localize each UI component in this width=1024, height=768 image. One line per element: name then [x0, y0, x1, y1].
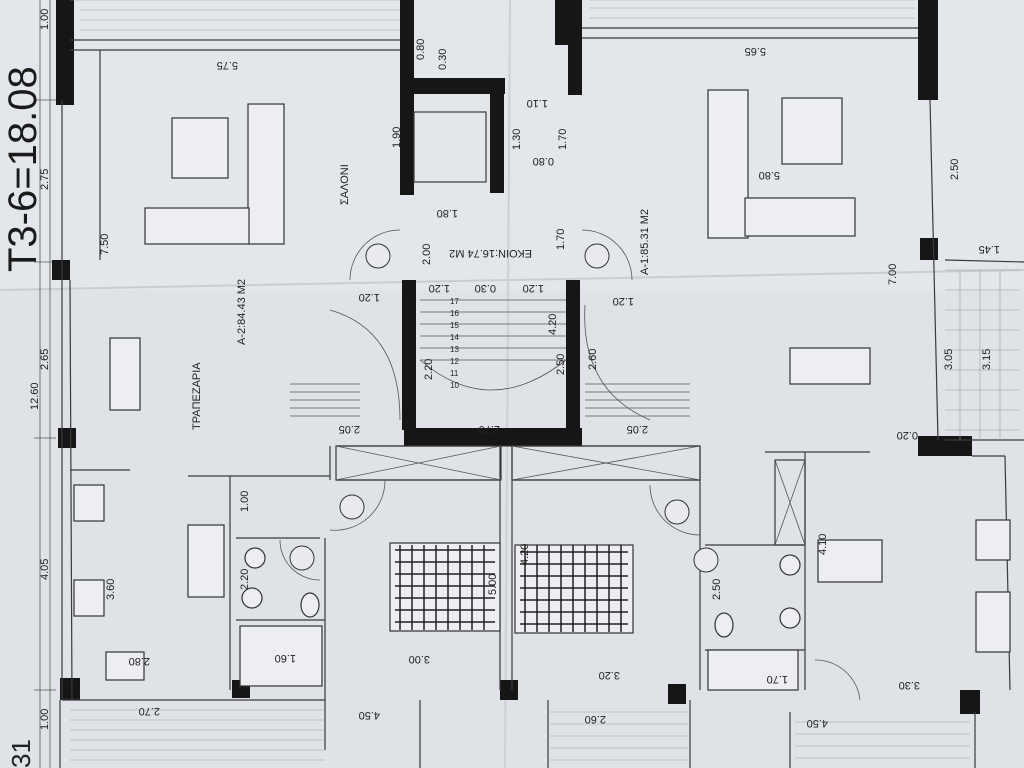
plan-title: T3-6=18.08: [1, 66, 45, 272]
balcony-hatch: [70, 0, 1020, 761]
paper-fold-line-vertical: [504, 0, 511, 768]
dim-mid-420: 4.20: [547, 314, 559, 335]
dim-bottom-220b: 2.20: [239, 569, 251, 590]
dim-bottom-300: 3.00: [409, 653, 430, 665]
door-tags: [289, 243, 719, 573]
dim-mid-120c: 1.20: [523, 282, 544, 294]
dim-left-405: 4.05: [39, 559, 51, 580]
dim-mid-145: 1.45: [979, 243, 1000, 255]
dim-left-360: 3.60: [105, 579, 117, 600]
page-number: 31: [6, 739, 36, 768]
dim-top-190: 1.90: [391, 127, 403, 148]
dim-mid-220: 2.20: [423, 359, 435, 380]
dim-bottom-260b: 2.60: [585, 713, 606, 725]
dim-top-110: 1.10: [527, 97, 548, 109]
furniture: [73, 89, 1011, 691]
paper-fold-line: [0, 269, 1024, 291]
stair-number: 17: [450, 297, 459, 306]
dim-left-750: 7.50: [99, 234, 111, 255]
dim-bottom-420b: 4.20: [519, 544, 531, 565]
stair-number: 12: [450, 357, 459, 366]
dim-bottom-410: 4.10: [817, 534, 829, 555]
dim-mid-120b: 1.20: [429, 282, 450, 294]
dim-mid-180: 1.80: [437, 207, 458, 219]
dim-bottom-450: 4.50: [359, 709, 380, 721]
dim-mid-205b: 2.05: [627, 423, 648, 435]
area-label-common: ΕΚΟΙΝ:16.74 Μ2: [449, 247, 532, 259]
dim-bottom-270b: 2.70: [139, 705, 160, 717]
dim-top-565: 5.65: [745, 45, 766, 57]
dim-mid-120a: 1.20: [359, 291, 380, 303]
dim-bottom-100c: 1.00: [239, 491, 251, 512]
stair-number: 10: [450, 381, 459, 390]
stairs: [290, 299, 690, 421]
room-label-living: ΣΑΛΟΝΙ: [339, 164, 351, 205]
dim-mid-205a: 2.05: [339, 423, 360, 435]
stair-number: 11: [450, 369, 459, 378]
dim-left-1260: 12.60: [29, 382, 41, 410]
left-dimension-chain: [34, 0, 56, 768]
dim-bottom-250c: 2.50: [711, 579, 723, 600]
dim-left-275: 2.75: [39, 169, 51, 190]
dim-mid-315: 3.15: [981, 349, 993, 370]
stair-number: 16: [450, 309, 459, 318]
dim-top-080: 0.80: [415, 39, 427, 60]
stair-number: 13: [450, 345, 459, 354]
dim-mid-700: 7.00: [887, 264, 899, 285]
dim-bottom-450b: 4.50: [807, 717, 828, 729]
dim-top-080b: 0.80: [533, 155, 554, 167]
dim-bottom-160: 1.60: [275, 652, 296, 664]
dim-top-030: 0.30: [437, 49, 449, 70]
dim-mid-200: 2.00: [421, 244, 433, 265]
area-label-a2: Α-2:84.43 Μ2: [236, 279, 248, 345]
dim-top-130: 1.30: [511, 129, 523, 150]
stair-number: 14: [450, 333, 459, 342]
dim-mid-030b: 0.30: [475, 282, 496, 294]
walls: [52, 0, 980, 714]
dim-mid-250b: 2.50: [949, 159, 961, 180]
dim-bottom-280: 2.80: [129, 655, 150, 667]
stair-number: 15: [450, 321, 459, 330]
dim-mid-270: 2.70: [479, 423, 500, 435]
room-label-dining: ΤΡΑΠΕΖΑΡΙΑ: [191, 362, 203, 430]
door-swings: [279, 229, 861, 701]
area-label-a1: Α-1:85.31 Μ2: [639, 209, 651, 275]
dim-mid-260: 2.60: [587, 349, 599, 370]
dim-bottom-320: 3.20: [599, 669, 620, 681]
dim-top-575: 5.75: [217, 59, 238, 71]
dim-bottom-500: 5.00: [487, 574, 499, 595]
dim-mid-250: 2.50: [555, 354, 567, 375]
dim-mid-120d: 1.20: [613, 295, 634, 307]
dim-bottom-170c: 1.70: [767, 673, 788, 685]
dim-top-170: 1.70: [557, 129, 569, 150]
dim-mid-305: 3.05: [943, 349, 955, 370]
dim-mid-580: 5.80: [759, 169, 780, 181]
dim-bottom-330: 3.30: [899, 679, 920, 691]
dim-left-265: 2.65: [39, 349, 51, 370]
wardrobes: [335, 111, 806, 546]
dim-left-100b: 1.00: [39, 709, 51, 730]
dim-left-100: 1.00: [39, 9, 51, 30]
dim-mid-170b: 1.70: [555, 229, 567, 250]
dim-mid-020: 0.20: [897, 429, 918, 441]
